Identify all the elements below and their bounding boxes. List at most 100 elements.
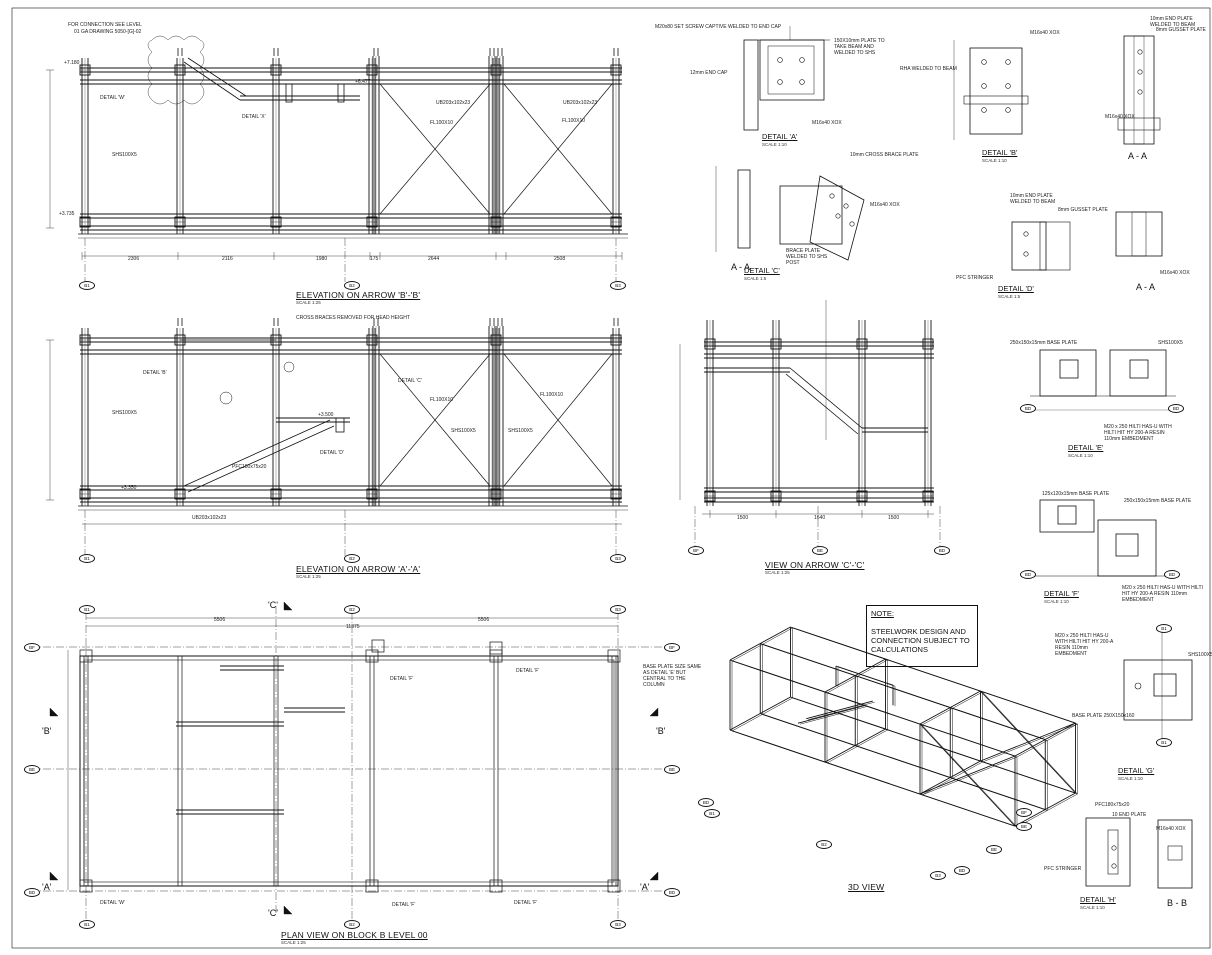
title-3d-view: 3D VIEW xyxy=(848,882,885,892)
section-label-bb: B - B xyxy=(1167,898,1188,908)
label-m16-h: M16x40 XOX xyxy=(1156,826,1186,832)
bolt xyxy=(981,83,987,89)
revision-cloud xyxy=(147,35,205,105)
label-detail-x: DETAIL 'X' xyxy=(242,114,266,120)
grid-bubble-b2-plan-bottom: B2 xyxy=(344,920,360,929)
dim-bb-1: 2306 xyxy=(128,256,140,262)
label-shs-bb: SHS100X5 xyxy=(112,152,137,158)
section-arrow xyxy=(283,905,293,915)
scale-detail-d: SCALE 1:5 xyxy=(998,294,1021,299)
label-detail-w-bb: DETAIL 'W' xyxy=(100,95,125,101)
section-arrow xyxy=(649,707,659,717)
section-bb-plate xyxy=(1167,845,1183,861)
grid-bubble-bf-cc: BF xyxy=(688,546,704,555)
scale-detail-c: SCALE 1:5 xyxy=(744,276,767,281)
dim-plan-2: 11375 xyxy=(346,624,360,630)
grid-bubble-b3-aa: B3 xyxy=(610,554,626,563)
3d-beam xyxy=(792,697,1078,795)
base-plate xyxy=(489,641,503,655)
grid-bubble-bd-e2: BD xyxy=(1168,404,1184,413)
grid-bubble-b2-plan-top: B2 xyxy=(344,605,360,614)
detail-h-stringer xyxy=(1107,829,1119,875)
section-mark-b-right: 'B' xyxy=(656,726,666,736)
dim-cc-3: 1500 xyxy=(888,515,900,521)
bolt xyxy=(1023,251,1029,257)
elevation-aa-frame xyxy=(46,318,628,556)
grid-bubble-b3-bb: B3 xyxy=(610,281,626,290)
section-aa-2-plate xyxy=(1115,211,1163,257)
title-detail-b: DETAIL 'B' xyxy=(982,148,1018,157)
title-detail-c: DETAIL 'C' xyxy=(744,266,780,275)
bolt xyxy=(1005,83,1011,89)
label-shs-aa-3: SHS100X5 xyxy=(508,428,533,434)
label-m16-b: M16x40 XOX xyxy=(1030,30,1060,36)
bolt xyxy=(981,107,987,113)
3d-stair xyxy=(799,706,867,725)
detail-e-column xyxy=(1059,359,1079,379)
label-pfc-stringer-d: PFC STRINGER xyxy=(956,275,994,281)
3d-beam xyxy=(762,714,1048,811)
grid-bubble-b1-g2: B1 xyxy=(1156,738,1172,747)
grid-bubble-bd-f: BD xyxy=(1020,570,1036,579)
sheet-border xyxy=(11,7,1211,949)
grid-bubble-b2-bb: B2 xyxy=(344,281,360,290)
dim-plan-3: 5506 xyxy=(478,617,490,623)
bolt xyxy=(777,57,783,63)
3d-beam xyxy=(731,660,1018,758)
section-arrow xyxy=(283,601,293,611)
label-detail-f-plan-4: DETAIL 'F' xyxy=(514,900,538,906)
grid-bubble-b3-plan-top: B3 xyxy=(610,605,626,614)
section-mark-c-bottom: 'C' xyxy=(268,908,278,918)
section-label-aa-2: A - A xyxy=(1136,282,1156,292)
scale-detail-h: SCALE 1:10 xyxy=(1080,905,1105,910)
3d-beam xyxy=(762,644,1048,741)
grid-bubble-bd-3d: BD xyxy=(698,798,714,807)
dim-level-4: +3.500 xyxy=(318,412,334,418)
bolt xyxy=(835,213,841,219)
label-shs-aa: SHS100X5 xyxy=(112,410,137,416)
label-rha: RHA WELDED TO BEAM xyxy=(900,66,957,72)
label-m16-aa: M16x40 XOX xyxy=(1105,114,1135,120)
scale-view-cc: SCALE 1:25 xyxy=(765,570,790,575)
section-circle xyxy=(219,391,233,405)
detail-g-column xyxy=(1153,673,1177,697)
grid-bubble-b2-3d: B2 xyxy=(816,840,832,849)
bolt xyxy=(843,203,849,209)
detail-a-column xyxy=(743,39,759,131)
bolt xyxy=(829,193,835,199)
section-aa-2-plate xyxy=(1131,211,1147,257)
stair-stringer xyxy=(183,419,331,487)
title-view-cc: VIEW ON ARROW 'C'-'C' xyxy=(765,560,865,570)
bolt xyxy=(1137,89,1143,95)
section-circle xyxy=(283,361,295,373)
title-detail-a: DETAIL 'A' xyxy=(762,132,798,141)
3d-beam xyxy=(760,713,1046,810)
label-gusset-d: 8mm GUSSET PLATE xyxy=(1058,207,1108,213)
dim-level-2: +6.477 xyxy=(355,79,371,85)
3d-stair xyxy=(806,700,873,720)
grid-bubble-bd-right: BD xyxy=(664,888,680,897)
label-hilti-g: M20 x 250 HILTI HAS-U WITH HILTI HIT HY … xyxy=(1055,633,1114,657)
label-base-plate-f: 125x120x15mm BASE PLATE xyxy=(1042,491,1110,497)
label-shs-aa-2: SHS100X5 xyxy=(451,428,476,434)
grid-bubble-bf-right: BF xyxy=(664,643,680,652)
grid-bubble-be-left: BE xyxy=(24,765,40,774)
bolt xyxy=(1137,49,1143,55)
section-bb-plate xyxy=(1157,819,1193,889)
label-detail-f-plan-3: DETAIL 'F' xyxy=(392,902,416,908)
grid-bubble-bf-3d: BF xyxy=(1016,808,1032,817)
3d-stair xyxy=(808,701,875,720)
connection-details xyxy=(715,26,1193,889)
view-cc-frame xyxy=(679,300,941,548)
label-m16-a: M16x40 XOX xyxy=(812,120,842,126)
label-cross-brace-plate: 10mm CROSS BRACE PLATE xyxy=(850,152,919,158)
grid-bubble-b1-g: B1 xyxy=(1156,624,1172,633)
base-plate xyxy=(607,649,621,663)
detail-a-plate xyxy=(759,39,825,101)
grid-bubble-b1-plan-top: B1 xyxy=(79,605,95,614)
title-detail-g: DETAIL 'G' xyxy=(1118,766,1155,775)
title-plan-view: PLAN VIEW ON BLOCK B LEVEL 00 xyxy=(281,930,428,940)
label-captive-screw: M20x80 SET SCREW CAPTIVE WELDED TO END C… xyxy=(655,24,782,30)
section-arrow xyxy=(49,871,59,881)
label-detail-d-ref: DETAIL 'D' xyxy=(320,450,344,456)
